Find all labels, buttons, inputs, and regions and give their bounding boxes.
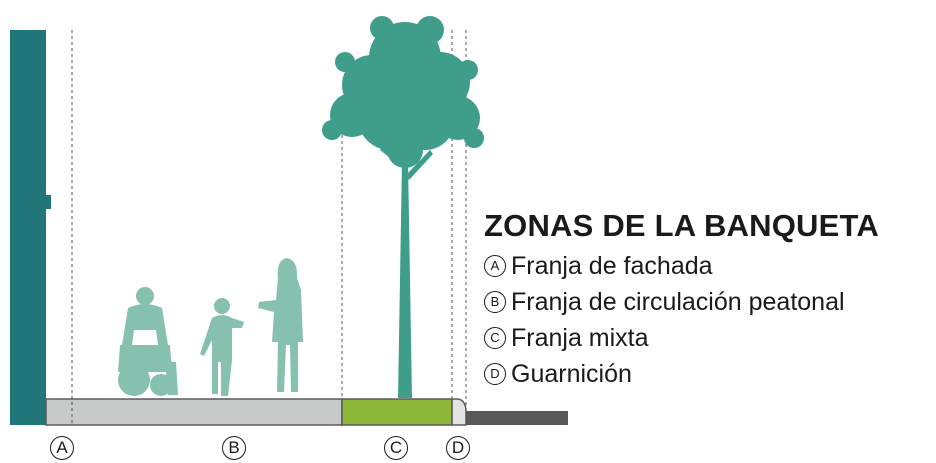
legend-label-b: Franja de circulación peatonal: [511, 288, 845, 316]
zone-marker-a: A: [50, 436, 74, 460]
legend-item-a: A Franja de fachada: [484, 248, 879, 284]
legend-item-b: B Franja de circulación peatonal: [484, 284, 879, 320]
curb: [451, 398, 467, 426]
legend-marker-a: A: [484, 255, 506, 277]
legend-label-c: Franja mixta: [511, 324, 649, 352]
person-wheelchair-icon: [118, 287, 178, 396]
legend-label-a: Franja de fachada: [511, 252, 713, 280]
child-icon: [200, 298, 244, 396]
legend-item-d: D Guarnición: [484, 356, 879, 392]
legend-item-c: C Franja mixta: [484, 320, 879, 356]
woman-icon: [258, 258, 303, 392]
facade-bracket: [45, 195, 51, 209]
mixed-strip: [341, 398, 453, 426]
legend-marker-b: B: [484, 291, 506, 313]
legend-marker-c: C: [484, 327, 506, 349]
tree-icon: [322, 16, 484, 398]
zone-marker-b: B: [222, 436, 246, 460]
street-surface: [466, 411, 568, 425]
zone-marker-c: C: [384, 436, 408, 460]
diagram-title: ZONAS DE LA BANQUETA: [484, 208, 879, 243]
legend-marker-d: D: [484, 363, 506, 385]
building-facade: [10, 30, 46, 425]
zone-guide-lines: [71, 30, 467, 425]
zone-marker-d: D: [446, 436, 470, 460]
legend: ZONAS DE LA BANQUETA A Franja de fachada…: [484, 208, 879, 392]
legend-label-d: Guarnición: [511, 360, 632, 388]
sidewalk-walkway: [45, 398, 343, 426]
